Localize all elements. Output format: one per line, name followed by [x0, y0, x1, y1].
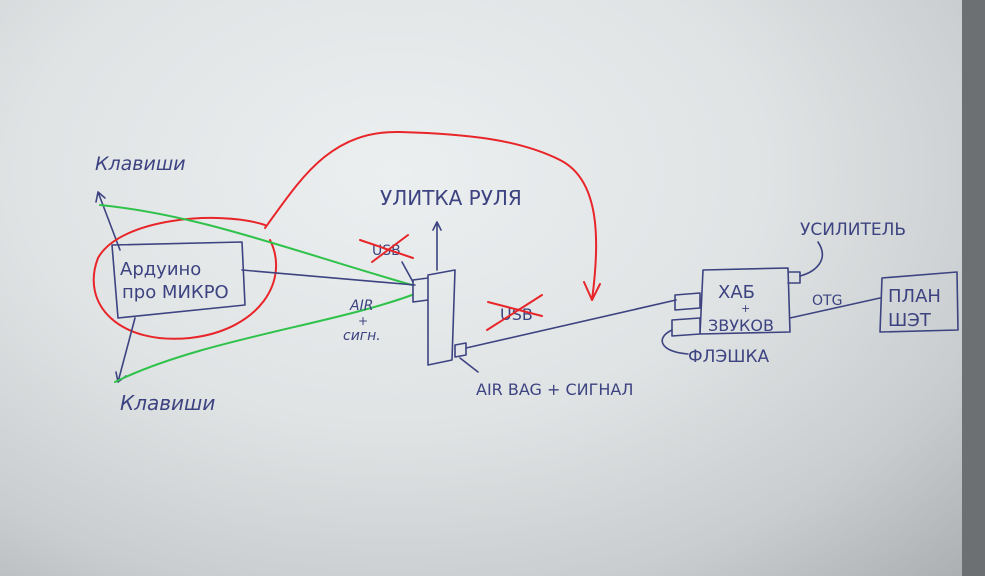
keys-bottom-label: Клавиши [120, 391, 215, 415]
hub-label-line1: ХАБ [718, 282, 755, 303]
arduino-label-line1: Ардуино [120, 259, 201, 280]
otg-wire [789, 297, 881, 319]
green-wire-bottom [114, 294, 413, 383]
usb-crossed-label-2: USB [500, 305, 533, 324]
red-arrow-arc [264, 130, 601, 301]
paper-edge [962, 0, 985, 576]
steering-up-arrow [432, 221, 442, 271]
usb-arrow-1 [401, 261, 414, 283]
hub-label-line3: ЗВУКОВ [708, 316, 774, 335]
otg-label: OTG [812, 293, 842, 309]
green-wire-top [99, 204, 413, 286]
airbag-label: AIR BAG + СИГНАЛ [476, 380, 633, 399]
keys-top-label: Клавиши [95, 153, 186, 175]
steering-clock-label: УЛИТКА РУЛЯ [380, 186, 522, 210]
usb-crossout-1 [359, 234, 414, 263]
usb-crossout-2 [486, 294, 543, 331]
tablet-box [879, 271, 959, 333]
arduino-red-circle [92, 216, 278, 340]
flash-label: ФЛЭШКА [688, 347, 770, 367]
hub-label-line2: + [741, 302, 750, 315]
keys-top-arrow [95, 191, 121, 251]
tablet-label-line2: ШЭТ [888, 310, 932, 331]
air-label-line2: + [358, 314, 368, 328]
tablet-label-line1: ПЛАН [888, 286, 941, 307]
flash-leader [661, 329, 689, 355]
steering-clock-body [412, 269, 467, 366]
steering-hub-wire [465, 299, 677, 349]
hub-box [671, 267, 801, 337]
arduino-label-line2: про МИКРО [122, 282, 229, 303]
airbag-arrow [459, 357, 479, 373]
air-label-line1: AIR [349, 298, 373, 314]
amplifier-label: УСИЛИТЕЛЬ [800, 220, 906, 240]
arduino-box [111, 241, 246, 319]
amplifier-leader [799, 241, 824, 277]
arduino-wire [241, 269, 416, 286]
air-label-line3: сигн. [343, 328, 381, 344]
